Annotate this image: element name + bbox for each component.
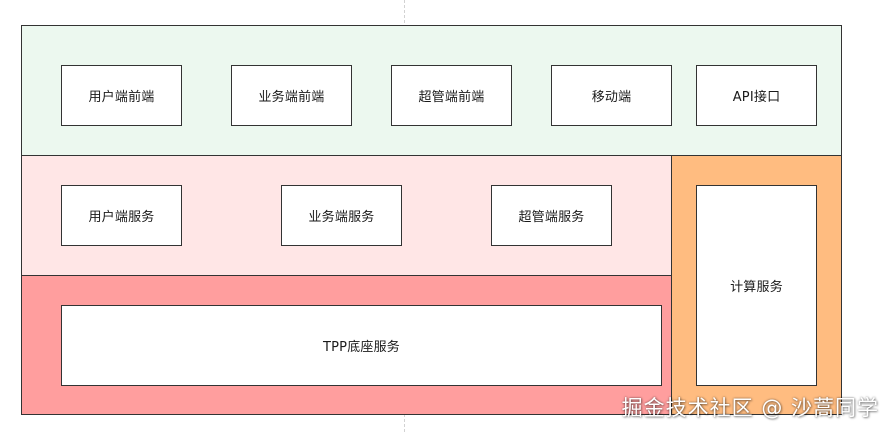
compute-box: 计算服务 [696, 185, 817, 386]
frontend-box-user: 用户端前端 [61, 65, 182, 126]
frontend-box-admin: 超管端前端 [391, 65, 512, 126]
base-box-tpp: TPP底座服务 [61, 305, 662, 386]
service-box-user: 用户端服务 [61, 185, 182, 246]
frontend-box-mobile: 移动端 [551, 65, 672, 126]
watermark: 掘金技术社区 @ 沙蒿同学 [621, 396, 879, 420]
frontend-box-api: API接口 [696, 65, 817, 126]
service-box-admin: 超管端服务 [491, 185, 612, 246]
frontend-box-business: 业务端前端 [231, 65, 352, 126]
service-box-business: 业务端服务 [281, 185, 402, 246]
